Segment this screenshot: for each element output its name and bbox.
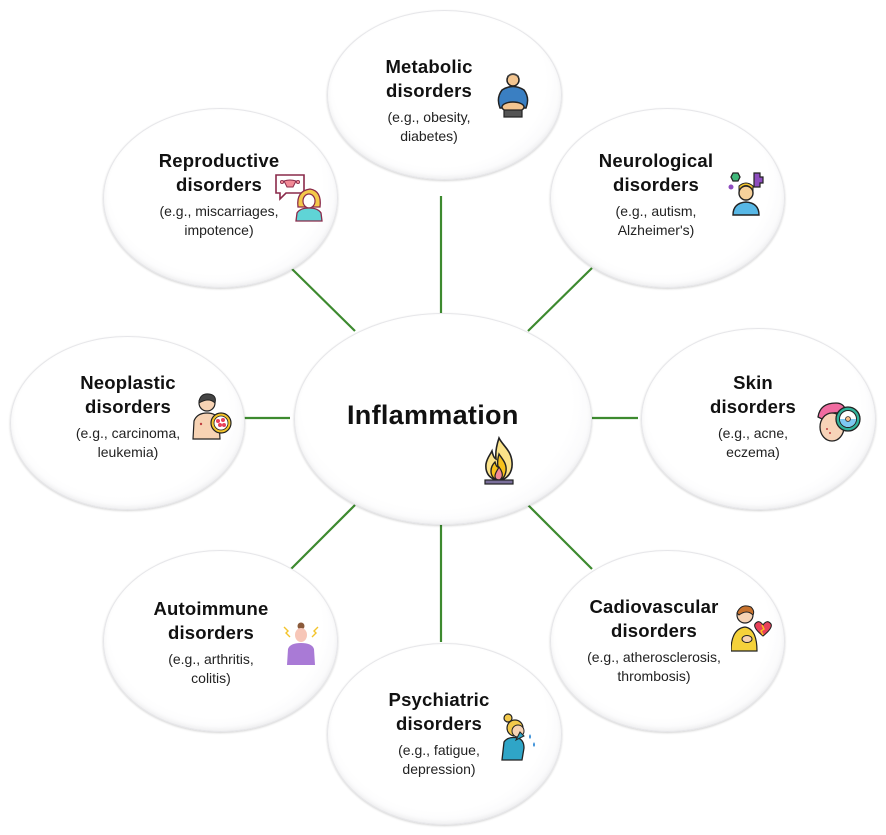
tumor-cell-person-icon <box>192 393 232 440</box>
brain-puzzle-person-icon <box>728 172 764 216</box>
node-cardiovascular: Cadiovascular disorders (e.g., atheroscl… <box>550 550 785 732</box>
node-examples: (e.g., carcinoma, <box>75 425 181 441</box>
node-title: Psychiatric <box>388 689 490 710</box>
node-psychiatric: Psychiatric disorders (e.g., fatigue, de… <box>327 643 562 825</box>
node-examples: colitis) <box>191 670 231 686</box>
node-examples: leukemia) <box>97 444 159 460</box>
node-title: disorders <box>175 174 263 195</box>
node-title: disorders <box>709 396 797 417</box>
node-title: Neoplastic <box>80 372 176 393</box>
node-title: disorders <box>610 620 698 641</box>
obese-person-icon <box>497 73 529 118</box>
node-examples: impotence) <box>184 222 254 238</box>
node-title: Metabolic <box>385 56 473 77</box>
node-examples: (e.g., obesity, <box>387 109 471 125</box>
node-autoimmune: Autoimmune disorders (e.g., arthritis, c… <box>103 550 338 732</box>
node-examples: diabetes) <box>400 128 458 144</box>
node-examples: (e.g., fatigue, <box>398 742 480 758</box>
node-title: Skin <box>733 372 773 393</box>
node-title: disorders <box>385 80 473 101</box>
node-title: disorders <box>395 713 483 734</box>
connector-neurological <box>527 267 593 332</box>
node-examples: depression) <box>402 761 476 777</box>
crying-person-icon <box>501 713 535 761</box>
node-title: disorders <box>84 396 172 417</box>
connector-cardiovascular <box>527 504 593 570</box>
node-examples: (e.g., arthritis, <box>168 651 254 667</box>
node-metabolic: Metabolic disorders (e.g., obesity, diab… <box>327 10 562 180</box>
connector-autoimmune <box>290 504 356 570</box>
connector-reproductive <box>290 267 356 332</box>
node-skin: Skin disorders (e.g., acne, eczema) <box>641 328 876 510</box>
acne-face-magnifier-icon <box>817 402 861 442</box>
node-examples: Alzheimer's) <box>617 222 695 238</box>
node-examples: (e.g., acne, <box>717 425 789 441</box>
node-title: Reproductive <box>158 150 280 171</box>
node-title: Cadiovascular <box>589 596 719 617</box>
node-title: disorders <box>612 174 700 195</box>
node-examples: thrombosis) <box>617 668 691 684</box>
node-neoplastic: Neoplastic disorders (e.g., carcinoma, l… <box>10 336 245 510</box>
center-node-inflammation: Inflammation <box>294 313 592 525</box>
node-examples: (e.g., miscarriages, <box>159 203 279 219</box>
center-title: Inflammation <box>347 400 519 430</box>
node-title: Autoimmune <box>153 598 269 619</box>
node-examples: (e.g., atherosclerosis, <box>587 649 721 665</box>
node-title: Neurological <box>598 150 714 171</box>
node-neurological: Neurological disorders (e.g., autism, Al… <box>550 108 785 288</box>
heart-pain-person-icon <box>731 605 772 652</box>
node-examples: eczema) <box>726 444 780 460</box>
pain-person-icon <box>283 622 319 665</box>
fire-icon <box>484 436 514 485</box>
node-title: disorders <box>167 622 255 643</box>
node-examples: (e.g., autism, <box>615 203 697 219</box>
node-reproductive: Reproductive disorders (e.g., miscarriag… <box>103 108 338 288</box>
uterus-woman-icon <box>275 174 323 222</box>
